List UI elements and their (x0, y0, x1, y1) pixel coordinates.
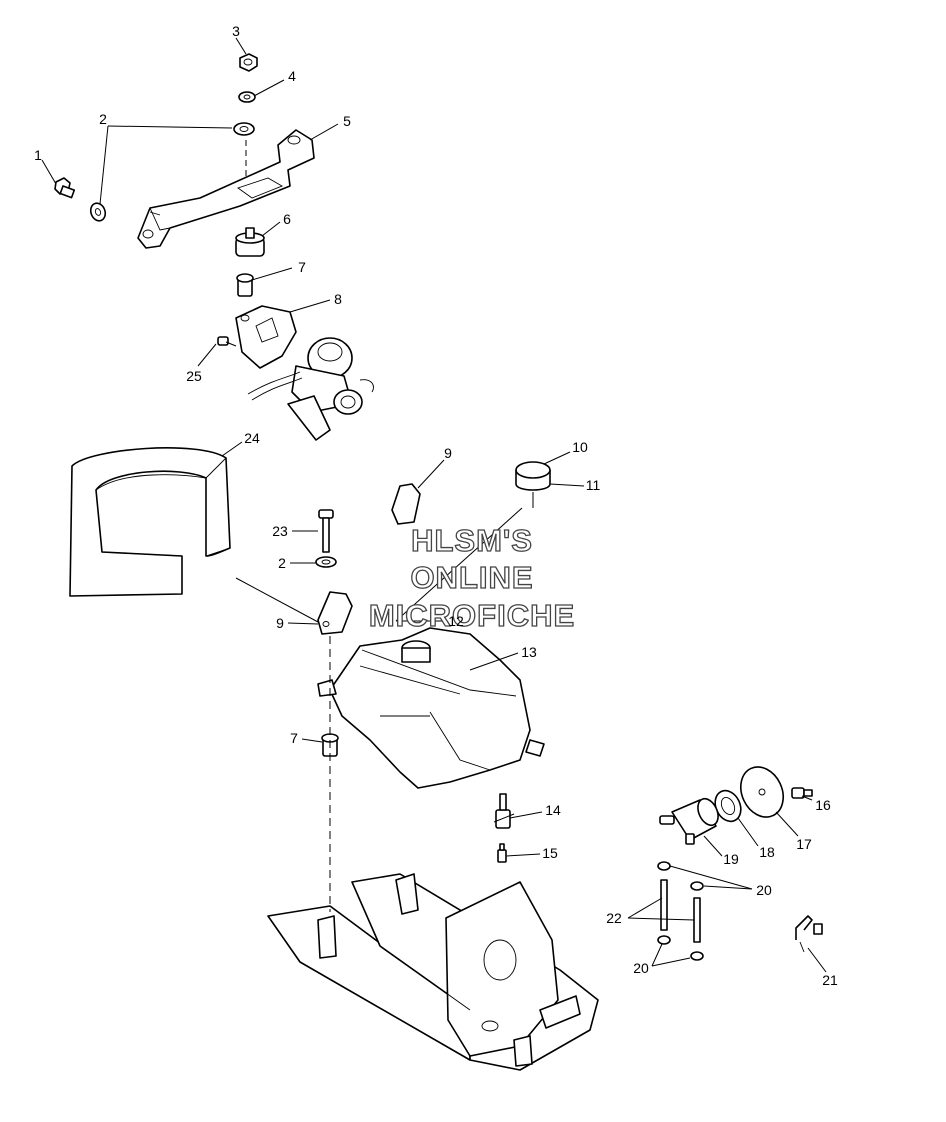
callout-25: 25 (186, 368, 202, 384)
part-bolt-left (54, 177, 76, 199)
callout-20-lower: 20 (633, 960, 649, 976)
part-bolt-right (791, 787, 813, 799)
callout-10: 10 (572, 439, 588, 455)
part-petcock (493, 793, 515, 829)
callout-2-top: 2 (99, 111, 107, 127)
callout-2-mid: 2 (278, 555, 286, 571)
callout-21: 21 (822, 972, 838, 988)
callout-16: 16 (815, 797, 831, 813)
callout-8: 8 (334, 291, 342, 307)
part-foam-pad (69, 447, 231, 597)
callout-20-upper: 20 (756, 882, 772, 898)
callout-13: 13 (521, 644, 537, 660)
watermark: HLSM'S ONLINE MICROFICHE (368, 522, 575, 633)
part-bushing-top (236, 273, 254, 297)
callout-6: 6 (283, 211, 291, 227)
part-lock-washer (238, 91, 256, 103)
part-hose-clip (795, 915, 823, 953)
part-fuel-cap (515, 461, 551, 508)
part-washer-mid (315, 556, 337, 568)
part-carburetor (247, 337, 374, 441)
part-long-bolt (318, 509, 334, 553)
callout-7-top: 7 (298, 259, 306, 275)
watermark-line-3: MICROFICHE (369, 598, 575, 633)
part-clip-left (317, 591, 353, 635)
part-cover-plate (740, 766, 784, 818)
callout-11: 11 (586, 477, 601, 493)
callout-9-left: 9 (276, 615, 284, 631)
leader-lines (41, 37, 827, 973)
callout-15: 15 (542, 845, 558, 861)
callout-5: 5 (343, 113, 351, 129)
part-carb-plate (235, 305, 297, 369)
part-hose-set (657, 861, 704, 961)
callout-1: 1 (34, 147, 42, 163)
part-frame (267, 873, 599, 1071)
part-nut (239, 53, 258, 72)
part-fitting (497, 843, 507, 863)
part-washer-left (89, 202, 107, 222)
part-mounting-bracket (137, 129, 315, 249)
assembly-center-lines (245, 140, 331, 912)
callout-labels: 1 2 3 4 5 6 7 8 25 24 9 10 11 23 2 9 12 … (34, 23, 838, 988)
part-rubber-mount (235, 227, 265, 257)
callout-23: 23 (272, 523, 288, 539)
callout-24: 24 (244, 430, 260, 446)
part-washer-top (233, 122, 255, 136)
callout-19: 19 (723, 851, 739, 867)
callout-17: 17 (796, 836, 812, 852)
callout-3: 3 (232, 23, 240, 39)
watermark-line-2: ONLINE (410, 560, 533, 595)
part-screw (217, 336, 237, 347)
part-fuel-pump (659, 797, 719, 845)
callout-12: 12 (448, 613, 464, 629)
callout-14: 14 (545, 802, 561, 818)
callout-9-right: 9 (444, 445, 452, 461)
watermark-line-1: HLSM'S (411, 523, 533, 558)
callout-22: 22 (606, 910, 622, 926)
callout-7-lower: 7 (290, 730, 298, 746)
callout-4: 4 (288, 68, 296, 84)
part-fuel-tank (317, 627, 545, 789)
part-clip-right (391, 483, 421, 525)
callout-18: 18 (759, 844, 775, 860)
